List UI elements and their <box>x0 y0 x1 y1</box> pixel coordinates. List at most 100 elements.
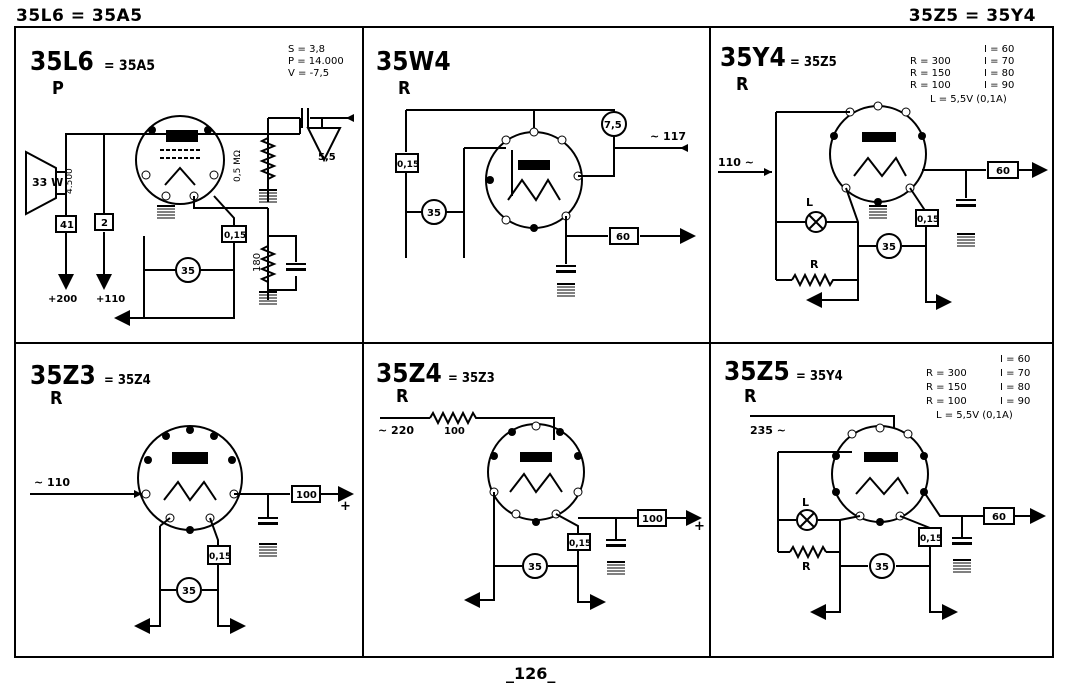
box-value: 0,15 <box>569 539 591 549</box>
heater-circle <box>522 553 548 579</box>
input-label: 110 ~ <box>718 156 754 169</box>
series-resistor <box>791 272 842 288</box>
heater-value: 35 <box>882 242 896 253</box>
panel-equiv: = 35Z3 <box>448 371 495 386</box>
box-label <box>609 227 639 245</box>
panel-35z3: 35Z3 = 35Z4 R ~ 110 <box>30 361 354 634</box>
table-cell: R = 150 <box>910 68 951 79</box>
panel-equiv: = 35Y4 <box>796 369 843 384</box>
table-cell: R = 300 <box>910 56 951 67</box>
heater-circle <box>175 257 201 283</box>
box-label <box>637 509 667 527</box>
panel-title: 35Z4 <box>376 359 442 389</box>
heater-circle <box>876 233 902 259</box>
spec-line: V = -7,5 <box>288 68 329 79</box>
tap-circle <box>601 111 627 137</box>
box-label <box>567 533 591 551</box>
panel-title: 35W4 <box>376 47 451 77</box>
table-cell: I = 60 <box>1000 354 1030 365</box>
table-cell: R = 100 <box>926 396 967 407</box>
box-value: 100 <box>642 514 663 525</box>
panel-dividers <box>14 26 1054 658</box>
panel-equiv: = 35Z5 <box>790 55 837 70</box>
input-resistor <box>429 410 482 426</box>
series-resistor <box>789 544 827 560</box>
heater-value: 35 <box>875 562 889 573</box>
box-value: 100 <box>296 490 317 501</box>
box-value: 60 <box>996 166 1010 177</box>
tube-35z4 <box>487 421 585 526</box>
box-value: 0,15 <box>224 231 246 241</box>
panel-type: P <box>52 78 64 99</box>
table-cell: R = 150 <box>926 382 967 393</box>
table-cell: I = 80 <box>984 68 1014 79</box>
resistor-label: R <box>810 258 819 271</box>
box-label <box>918 527 942 547</box>
grid-resistor <box>259 137 277 180</box>
box-label <box>291 485 321 503</box>
cathode-resistor-value: 180 <box>252 253 263 272</box>
lamp-label: L <box>802 496 809 509</box>
heater-value: 35 <box>181 266 195 277</box>
box-value: 60 <box>616 232 630 243</box>
box-value: 60 <box>992 512 1006 523</box>
box-label <box>221 225 247 243</box>
input-label: ~ 110 <box>34 476 70 489</box>
panel-title: 35L6 <box>30 47 94 77</box>
spec-line: P = 14.000 <box>288 56 344 67</box>
grid-resistor-value: 0,5 MΩ <box>233 150 243 182</box>
cathode-resistor <box>259 245 277 283</box>
input-label: ~ 117 <box>650 130 686 143</box>
cap-value: 5,5 <box>318 152 336 163</box>
tube-35l6 <box>135 115 225 205</box>
panel-equiv: = 35Z4 <box>104 373 151 388</box>
panel-title: 35Z5 <box>724 357 790 387</box>
panel-title: 35Z3 <box>30 361 96 391</box>
voltage-label: +200 <box>48 294 77 305</box>
box-label <box>55 215 77 233</box>
panel-type: R <box>50 388 63 409</box>
lamp-label: L <box>806 196 813 209</box>
heater-value: 35 <box>182 586 196 597</box>
box-label <box>207 545 231 565</box>
page-number: _126_ <box>506 664 556 683</box>
box-value: 0,15 <box>920 534 942 544</box>
resistor-label: R <box>802 560 811 573</box>
table-cell: R = 300 <box>926 368 967 379</box>
tap-value: 7,5 <box>604 120 622 131</box>
input-label: 235 ~ <box>750 424 786 437</box>
spec-line: S = 3,8 <box>288 44 325 55</box>
table-cell: I = 60 <box>984 44 1014 55</box>
table-cell: I = 90 <box>984 80 1014 91</box>
panel-type: R <box>398 78 411 99</box>
speaker-impedance: 4.500 <box>65 168 75 194</box>
tube-35y4 <box>829 101 927 206</box>
speaker-label: 33 W <box>32 176 63 189</box>
panel-35l6: 35L6 = 35A5 P S = 3,8 P = 14.000 V = -7,… <box>25 44 354 326</box>
table-cell: I = 70 <box>1000 368 1030 379</box>
note: L = 5,5V (0,1A) <box>930 94 1007 105</box>
table-cell: I = 90 <box>1000 396 1030 407</box>
voltage-label: +110 <box>96 294 125 305</box>
cap-triangle <box>306 127 342 163</box>
table-cell: I = 80 <box>1000 382 1030 393</box>
input-label: ~ 220 <box>378 424 414 437</box>
table-cell: I = 70 <box>984 56 1014 67</box>
box-label <box>987 161 1019 179</box>
speaker-icon <box>25 150 67 216</box>
panel-type: R <box>396 386 409 407</box>
box-value: 41 <box>60 220 74 231</box>
header-left-title: 35L6 = 35A5 <box>16 6 143 26</box>
tube-35z5 <box>831 423 929 526</box>
tube-35z3 <box>137 425 243 534</box>
panel-type: R <box>736 74 749 95</box>
heater-value: 35 <box>528 562 542 573</box>
input-arrow <box>346 114 354 122</box>
plus-sign: + <box>340 499 351 514</box>
resistor-value: 100 <box>444 426 465 437</box>
panel-35w4: 35W4 R 0,15 <box>376 47 696 297</box>
box-label <box>94 213 114 231</box>
panel-equiv: = 35A5 <box>104 58 155 74</box>
box-label <box>395 153 419 173</box>
